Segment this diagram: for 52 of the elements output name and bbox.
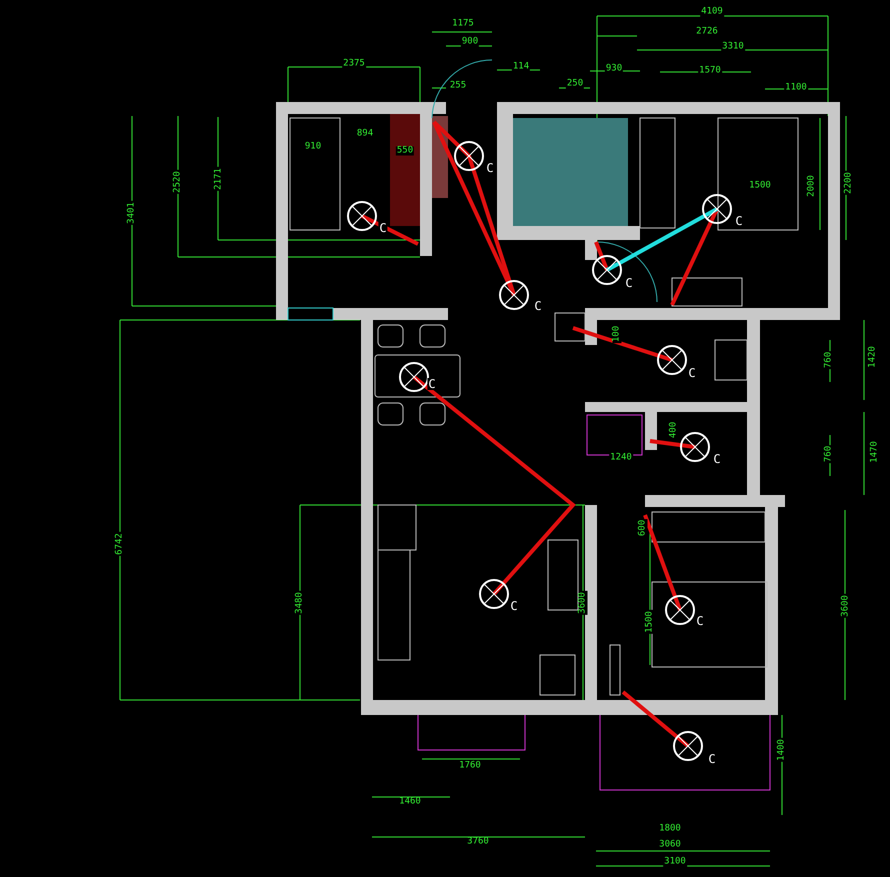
dimension-label: 1470 xyxy=(870,440,880,464)
dimension-label: 250 xyxy=(566,80,584,88)
dimension-label: 760 xyxy=(824,350,834,370)
fixture-label: C xyxy=(624,277,634,289)
dimension-label: 930 xyxy=(604,64,624,74)
dimension-label: 550 xyxy=(396,146,414,156)
dimension-label: 255 xyxy=(448,82,468,90)
dimension-label: 114 xyxy=(512,62,530,72)
dimension-label: 3310 xyxy=(721,42,745,52)
dimension-label: 3401 xyxy=(128,201,136,225)
dimension-label: 2726 xyxy=(695,28,719,36)
dimension-label: 400 xyxy=(670,420,678,440)
dimension-label: 3760 xyxy=(466,838,490,846)
dimension-label: 1460 xyxy=(398,798,422,806)
fixture-label: C xyxy=(427,378,437,390)
dimension-label: 4109 xyxy=(700,8,724,16)
dimension-label: 3600 xyxy=(842,594,850,618)
dimension-label: 900 xyxy=(460,38,480,46)
dimension-label: 2520 xyxy=(174,170,182,194)
fixture-label: C xyxy=(378,222,388,234)
fixture-label: C xyxy=(485,162,495,174)
dimension-label: 3480 xyxy=(296,591,304,615)
dimension-label: 1800 xyxy=(658,824,682,834)
dimension-label: 6742 xyxy=(116,532,124,556)
dimension-label: 1175 xyxy=(451,20,475,28)
dimension-label: 1400 xyxy=(778,738,786,762)
dimension-label: 1500 xyxy=(748,182,772,190)
dimension-label: 3600 xyxy=(578,591,588,615)
dimension-label: 2375 xyxy=(342,60,366,68)
dimension-label: 2200 xyxy=(844,171,854,195)
dimension-label: 600 xyxy=(638,518,648,538)
dimension-label: 1420 xyxy=(868,345,878,369)
fixture-label: C xyxy=(533,300,543,312)
dimension-label: 1240 xyxy=(609,454,633,462)
fixture-label: C xyxy=(707,753,717,765)
fixture-label: C xyxy=(734,215,744,227)
dimension-label: 760 xyxy=(824,444,834,464)
dimension-label: 3060 xyxy=(658,840,682,850)
fixture-label: C xyxy=(687,367,697,379)
dimension-label: 894 xyxy=(356,130,374,138)
dimension-label: 1500 xyxy=(646,610,654,634)
dimension-label: 3100 xyxy=(663,858,687,866)
fixture-label: C xyxy=(509,600,519,612)
fixture-label: C xyxy=(712,453,722,465)
dimension-label: 1760 xyxy=(458,762,482,770)
dimension-label: 2000 xyxy=(808,174,816,198)
dimension-label: 1570 xyxy=(698,66,722,76)
dimension-label: 100 xyxy=(612,324,622,344)
dimension-label: 2171 xyxy=(214,167,224,191)
fixture-label: C xyxy=(695,615,705,627)
dimension-label: 1100 xyxy=(784,84,808,92)
dimension-label: 910 xyxy=(304,142,322,152)
